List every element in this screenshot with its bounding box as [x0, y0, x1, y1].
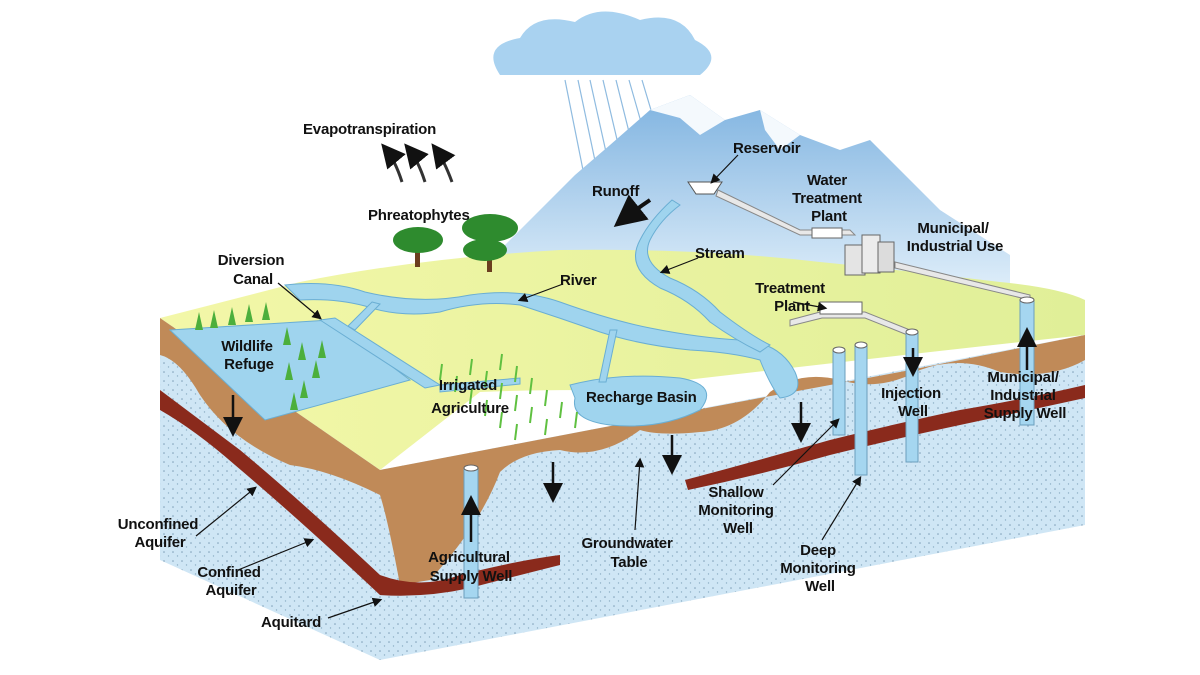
label-confined-aquifer: Confined Aquifer [197, 564, 264, 599]
label-diversion-canal: Diversion Canal [218, 252, 289, 288]
label-aquitard: Aquitard [261, 614, 321, 631]
label-recharge-basin: Recharge Basin [586, 389, 697, 406]
label-unconfined-aquifer-line1: Unconfined [118, 516, 199, 533]
label-phreatophytes: Phreatophytes [368, 207, 470, 224]
label-injection-well-line2: Well [898, 403, 928, 420]
irrigated-crops [439, 353, 578, 441]
label-agricultural-supply-well-line1: Agricultural [428, 549, 510, 566]
label-shallow-monitoring-well-line2: Monitoring [698, 502, 774, 519]
label-wildlife-refuge-line2: Refuge [224, 356, 274, 373]
label-wildlife-refuge: Wildlife Refuge [221, 338, 277, 373]
label-supply-well-line3: Supply Well [984, 405, 1067, 422]
label-water-treatment-plant-line2: Treatment [792, 190, 862, 207]
label-agricultural-supply-well: Agricultural Supply Well [428, 549, 514, 585]
label-injection-well-line1: Injection [881, 385, 941, 402]
label-deep-monitoring-well: Deep Monitoring Well [780, 542, 859, 595]
facilities [687, 181, 1031, 337]
label-treatment-plant: Treatment Plant [755, 280, 829, 315]
diagram-labels: Evapotranspiration Reservoir Runoff Wate… [118, 121, 1067, 631]
label-diversion-canal-line1: Diversion [218, 252, 285, 269]
label-evapotranspiration: Evapotranspiration [303, 121, 436, 138]
label-reservoir: Reservoir [733, 140, 801, 157]
flow-arrows [223, 194, 1037, 542]
label-municipal-industrial-use-line1: Municipal/ [917, 220, 989, 237]
label-confined-aquifer-line1: Confined [197, 564, 260, 581]
label-stream: Stream [695, 245, 745, 262]
label-water-treatment-plant-line3: Plant [811, 208, 847, 225]
label-treatment-plant-line2: Plant [774, 298, 810, 315]
label-shallow-monitoring-well-line1: Shallow [708, 484, 764, 501]
label-deep-monitoring-well-line2: Monitoring [780, 560, 856, 577]
label-shallow-monitoring-well: Shallow Monitoring Well [698, 484, 777, 537]
label-irrigated-agriculture: Irrigated Agriculture [431, 377, 509, 417]
phreatophyte-trees [393, 214, 518, 272]
label-river: River [560, 272, 597, 289]
label-deep-monitoring-well-line3: Well [805, 578, 835, 595]
label-injection-well: Injection Well [881, 385, 945, 420]
label-diversion-canal-line2: Canal [233, 271, 273, 288]
label-agricultural-supply-well-line2: Supply Well [430, 568, 513, 585]
label-municipal-industrial-use-line2: Industrial Use [907, 238, 1003, 255]
label-water-treatment-plant-line1: Water [807, 172, 847, 189]
label-groundwater-table: Groundwater Table [581, 535, 676, 571]
label-groundwater-table-line1: Groundwater [581, 535, 673, 552]
label-irrigated-agriculture-line2: Agriculture [431, 400, 509, 417]
label-unconfined-aquifer: Unconfined Aquifer [118, 516, 202, 551]
evapotranspiration-arrows [381, 143, 456, 183]
label-wildlife-refuge-line1: Wildlife [221, 338, 273, 355]
wildlife-refuge-plants [195, 302, 326, 410]
label-runoff: Runoff [592, 183, 640, 200]
label-municipal-industrial-supply-well: Municipal/ Industrial Supply Well [984, 369, 1067, 422]
leader-lines [195, 154, 862, 619]
label-municipal-industrial-use: Municipal/ Industrial Use [907, 220, 1003, 255]
label-treatment-plant-line1: Treatment [755, 280, 825, 297]
label-supply-well-line1: Municipal/ [987, 369, 1059, 386]
label-confined-aquifer-line2: Aquifer [205, 582, 256, 599]
label-unconfined-aquifer-line2: Aquifer [134, 534, 185, 551]
label-supply-well-line2: Industrial [990, 387, 1056, 404]
label-water-treatment-plant: Water Treatment Plant [792, 172, 866, 225]
label-deep-monitoring-well-line1: Deep [800, 542, 836, 559]
label-irrigated-agriculture-line1: Irrigated [439, 377, 497, 394]
label-shallow-monitoring-well-line3: Well [723, 520, 753, 537]
label-groundwater-table-line2: Table [610, 554, 647, 571]
